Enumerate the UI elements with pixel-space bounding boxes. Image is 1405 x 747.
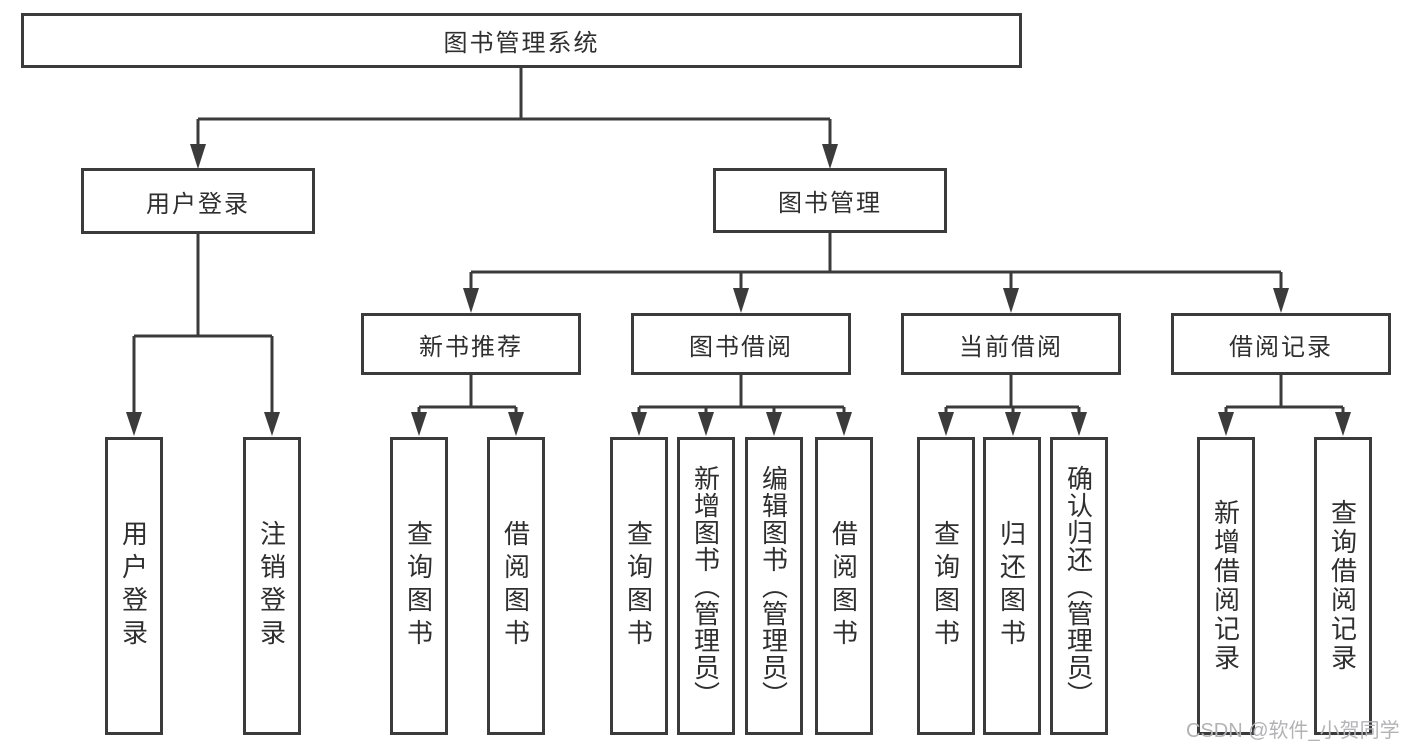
node-book-borrow: 图书借阅 [631,313,851,375]
connector-user-login-children [126,234,280,436]
leaf-user-login-label: 用户登录 [118,520,149,652]
connector-book-borrow-children [631,375,852,436]
leaf-edit-books-admin: 编辑图书（管理员） [745,437,803,735]
connector-book-management-level3 [463,233,1289,313]
leaf-query-borrow-record-label: 查询借阅记录 [1327,499,1358,673]
connector-root-to-level2 [190,68,838,169]
node-borrow-records: 借阅记录 [1171,313,1391,375]
leaf-return-books-label: 归还图书 [996,520,1027,652]
leaf-borrow-books-2-label: 借阅图书 [828,520,859,652]
node-borrow-records-label: 借阅记录 [1229,333,1333,361]
leaf-query-books-2: 查询图书 [610,437,668,735]
node-user-login: 用户登录 [81,168,315,234]
node-root-label: 图书管理系统 [443,30,600,57]
node-book-management-label: 图书管理 [778,190,882,217]
leaf-add-books-admin-label: 新增图书（管理员） [690,464,721,708]
leaf-borrow-books-1-label: 借阅图书 [500,520,531,652]
node-book-borrow-label: 图书借阅 [689,333,793,361]
leaf-logout-label: 注销登录 [256,520,287,652]
leaf-query-books-1-label: 查询图书 [403,520,434,652]
leaf-user-login: 用户登录 [105,437,163,735]
connector-borrow-records-children [1218,375,1351,436]
node-current-borrow: 当前借阅 [901,313,1121,375]
leaf-return-books: 归还图书 [983,437,1041,735]
node-book-management: 图书管理 [713,168,947,233]
node-root: 图书管理系统 [21,13,1022,68]
node-new-book-recommend: 新书推荐 [361,313,581,375]
leaf-query-books-1: 查询图书 [390,437,448,735]
leaf-query-borrow-record: 查询借阅记录 [1314,437,1372,735]
leaf-edit-books-admin-label: 编辑图书（管理员） [758,464,789,708]
connector-new-book-children [411,375,524,436]
watermark: CSDN @软件_小贺同学 [1186,720,1400,742]
leaf-confirm-return-admin: 确认归还（管理员） [1050,437,1108,735]
leaf-add-borrow-record-label: 新增借阅记录 [1210,499,1241,673]
node-user-login-label: 用户登录 [146,190,250,218]
leaf-borrow-books-2: 借阅图书 [815,437,873,735]
leaf-query-books-2-label: 查询图书 [623,520,654,652]
leaf-query-books-3-label: 查询图书 [930,520,961,652]
leaf-borrow-books-1: 借阅图书 [487,437,545,735]
leaf-logout: 注销登录 [243,437,301,735]
leaf-query-books-3: 查询图书 [917,437,975,735]
leaf-add-books-admin: 新增图书（管理员） [677,437,735,735]
leaf-add-borrow-record: 新增借阅记录 [1197,437,1255,735]
leaf-confirm-return-admin-label: 确认归还（管理员） [1063,464,1094,708]
node-current-borrow-label: 当前借阅 [959,333,1063,361]
connector-current-borrow-children [938,375,1087,436]
node-new-book-recommend-label: 新书推荐 [419,333,523,361]
